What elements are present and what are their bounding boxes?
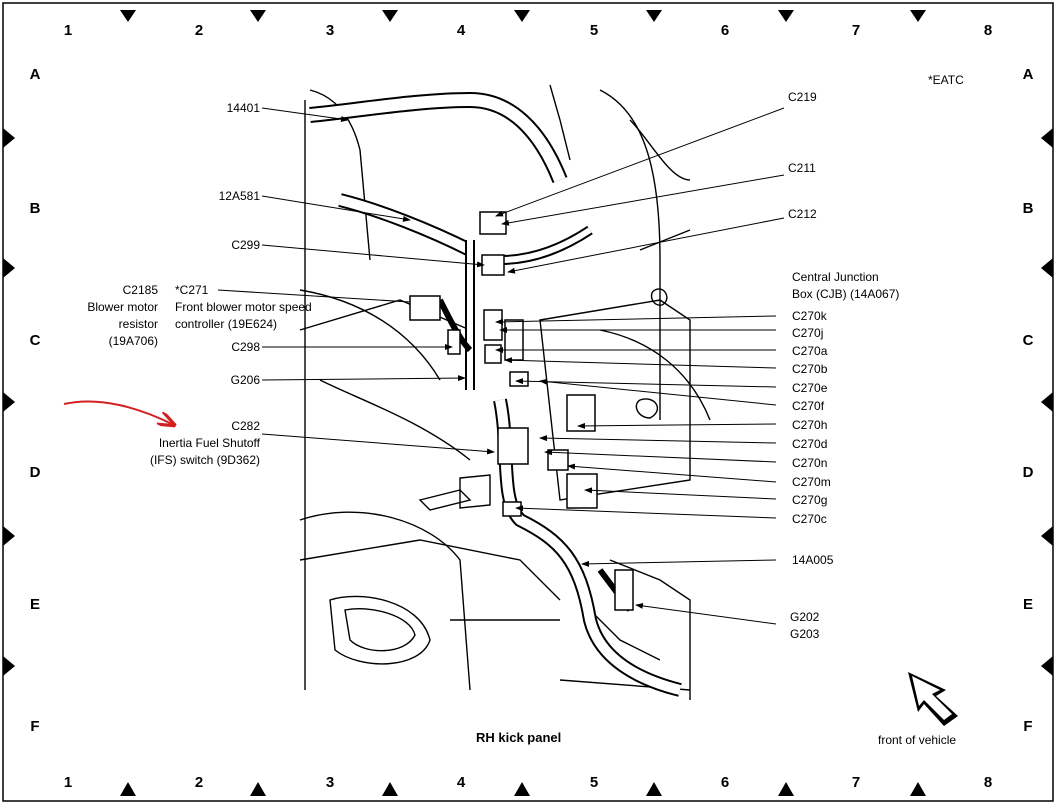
- grid-row-c-right: C: [1022, 332, 1034, 349]
- grid-col-2: 2: [194, 22, 204, 39]
- label-C2185-3: resistor: [118, 317, 158, 331]
- grid-col-4: 4: [456, 22, 466, 39]
- grid-col-8: 8: [983, 22, 993, 39]
- grid-col-7-bottom: 7: [851, 774, 861, 791]
- grid-row-c: C: [29, 332, 41, 349]
- grid-col-3: 3: [325, 22, 335, 39]
- label-C270a: C270a: [792, 344, 828, 358]
- connectors: [409, 211, 634, 611]
- label-CJB-2: Box (CJB) (14A067): [792, 287, 900, 301]
- grid-col-8-bottom: 8: [983, 774, 993, 791]
- label-14A005: 14A005: [792, 553, 834, 567]
- label-C2185-2: Blower motor: [87, 300, 158, 314]
- grid-col-1-bottom: 1: [63, 774, 73, 791]
- grid-row-b: B: [29, 200, 41, 217]
- grid-col-6: 6: [720, 22, 730, 39]
- label-C271-3: controller (19E624): [175, 317, 278, 331]
- label-C270e: C270e: [792, 381, 828, 395]
- label-C270f: C270f: [792, 399, 825, 413]
- label-C270j: C270j: [792, 326, 824, 340]
- leader-lines-left: [217, 107, 495, 455]
- grid-col-1: 1: [63, 22, 73, 39]
- label-C270g: C270g: [792, 493, 828, 507]
- label-C212: C212: [788, 207, 817, 221]
- label-C298: C298: [231, 340, 260, 354]
- grid-row-d: D: [29, 464, 41, 481]
- grid-col-4-bottom: 4: [456, 774, 466, 791]
- grid-col-5-bottom: 5: [589, 774, 599, 791]
- front-of-vehicle-icon: [908, 672, 958, 726]
- grid-row-e-right: E: [1022, 596, 1033, 613]
- grid-markers: [3, 10, 1053, 796]
- eatc-note: *EATC: [928, 73, 964, 87]
- label-C270c: C270c: [792, 512, 827, 526]
- label-C270b: C270b: [792, 362, 828, 376]
- label-C211: C211: [788, 161, 816, 175]
- grid-row-e: E: [29, 596, 40, 613]
- label-C219: C219: [788, 90, 817, 104]
- label-G206: G206: [230, 373, 260, 387]
- label-C270h: C270h: [792, 418, 828, 432]
- label-C270d: C270d: [792, 437, 828, 451]
- grid-col-3-bottom: 3: [325, 774, 335, 791]
- label-12A581: 12A581: [218, 189, 260, 203]
- grid-row-a: A: [29, 66, 41, 83]
- front-of-vehicle-label: front of vehicle: [878, 733, 957, 747]
- label-G203: G203: [790, 627, 820, 641]
- grid-col-6-bottom: 6: [720, 774, 730, 791]
- grid-col-2-bottom: 2: [194, 774, 204, 791]
- label-C271-2: Front blower motor speed: [175, 300, 312, 314]
- grid-col-7: 7: [851, 22, 861, 39]
- label-C299: C299: [231, 238, 260, 252]
- diagram-title: RH kick panel: [476, 730, 562, 745]
- grid-row-f-right: F: [1023, 718, 1033, 735]
- label-C2185-1: C2185: [122, 283, 158, 297]
- wire-harness: [309, 91, 682, 697]
- grid-row-f: F: [30, 718, 40, 735]
- label-CJB-1: Central Junction: [792, 270, 879, 284]
- leader-lines-right: [495, 107, 785, 625]
- label-C270n: C270n: [792, 456, 828, 470]
- label-14401: 14401: [226, 101, 260, 115]
- grid-row-d-right: D: [1022, 464, 1034, 481]
- label-C282-3: (IFS) switch (9D362): [149, 453, 260, 467]
- label-C282-1: C282: [231, 419, 260, 433]
- grid-row-b-right: B: [1022, 200, 1034, 217]
- label-C270k: C270k: [792, 309, 827, 323]
- label-G202: G202: [790, 610, 820, 624]
- label-C271-1: *C271: [175, 283, 209, 297]
- kick-panel-drawing: [299, 84, 711, 701]
- label-C270m: C270m: [792, 475, 831, 489]
- red-annotation-arrow: [63, 400, 174, 425]
- label-C282-2: Inertia Fuel Shutoff: [158, 436, 260, 450]
- grid-col-5: 5: [589, 22, 599, 39]
- grid-row-a-right: A: [1022, 66, 1034, 83]
- label-C2185-4: (19A706): [108, 334, 158, 348]
